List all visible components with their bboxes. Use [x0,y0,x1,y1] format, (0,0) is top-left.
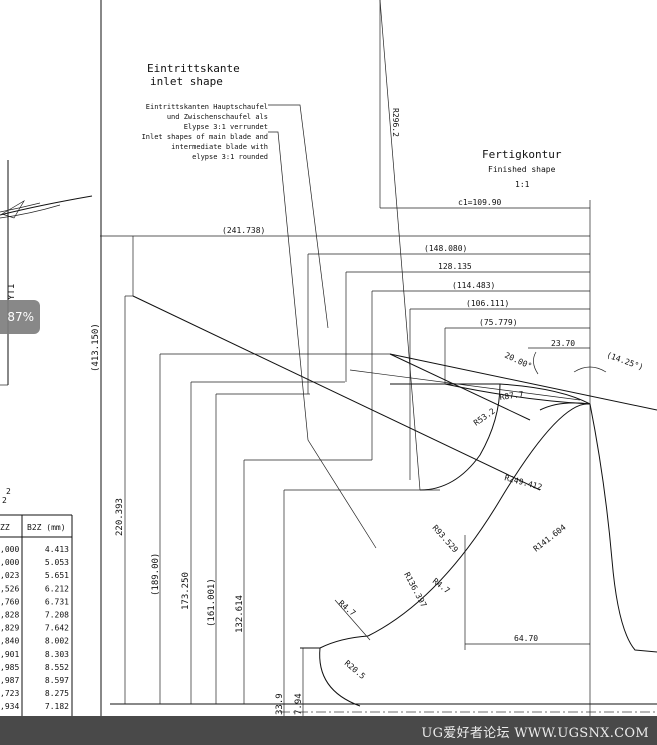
eq-fragment-2: 2 [2,496,7,505]
table-cell-b2z: 7.208 [45,611,69,620]
inlet-leader-1 [268,104,329,329]
table-cell-b2z: 4.413 [45,545,69,554]
blade-coordinates-table: ZZ B2Z (mm) ,000 4.413 ,000 5.053 ,023 5.651,… [0,514,73,716]
inlet-desc-1: Eintrittskanten Hauptschaufel [146,103,268,111]
dim-161: (161.001) [207,578,217,627]
table-cell-zz: ,023 [0,571,19,580]
table-header-b2z: B2Z (mm) [27,523,66,532]
inlet-title-de: Eintrittskante [147,62,240,75]
dim-75: (75.779) [479,318,518,327]
table-cell-zz: ,987 [0,676,19,685]
dim-241: (241.738) [222,226,265,235]
table-cell-b2z: 7.642 [45,624,69,633]
table-cell-b2z: 8.552 [45,663,69,672]
dim-189: (189.00) [151,553,161,596]
table-cell-zz: ,526 [0,584,19,593]
dim-r87: R87.7 [499,390,524,402]
dim-r4a: R4.7 [431,576,452,595]
left-partial-view: YT1 2 2 [0,160,93,505]
table-cell-b2z: 8.597 [45,676,69,685]
dim-64: 64.70 [514,634,538,643]
table-cell-b2z: 7.182 [45,702,69,711]
inlet-desc-4: Inlet shapes of main blade and [142,133,268,141]
dim-128: 128.135 [438,262,472,271]
dim-7-94: 7.94 [294,693,304,715]
dim-220: 220.393 [115,498,125,536]
dim-413: (413.150) [91,323,101,372]
scale-label: 1:1 [515,180,530,189]
inlet-desc-6: elypse 3:1 rounded [192,153,268,161]
inlet-desc-5: intermediate blade with [171,143,268,151]
angle-14: (14.25°) [605,350,644,372]
eq-fragment-1: 2 [6,487,11,496]
angle-20: 20.00° [503,351,533,371]
watermark-text: UG爱好者论坛 WWW.UGSNX.COM [421,726,649,741]
table-cell-b2z: 6.212 [45,584,69,593]
vertical-dimensions [100,235,440,716]
dim-r136: R136.397 [402,571,428,609]
dim-33-9: 33.9 [275,693,285,715]
table-cell-zz: ,828 [0,611,19,620]
table-cell-b2z: 8.002 [45,637,69,646]
finish-title-de: Fertigkontur [482,148,562,161]
inlet-leader-2 [268,131,377,549]
horizontal-dimensions [133,200,591,716]
table-cell-zz: ,901 [0,650,19,659]
table-cell-zz: ,840 [0,637,19,646]
table-cell-b2z: 5.651 [45,571,69,580]
dim-23: 23.70 [551,339,575,348]
finish-title-en: Finished shape [488,165,556,174]
table-cell-b2z: 5.053 [45,558,69,567]
dim-r296: R296.2 [391,108,400,137]
dim-c1: c1=109.90 [458,198,502,207]
left-view-y-label: YT1 [7,284,17,300]
dim-132: 132.614 [235,595,245,633]
dim-r249: R249.412 [503,473,543,492]
table-cell-zz: ,985 [0,663,19,672]
watermark-bar: UG爱好者论坛 WWW.UGSNX.COM [0,716,657,745]
zoom-level-badge[interactable]: 87% [0,300,40,334]
angle-20-arc [533,351,539,375]
dim-r20: R20.5 [343,659,367,681]
dim-r141: R141.604 [532,523,568,554]
table-cell-b2z: 8.303 [45,650,69,659]
table-cell-zz: ,829 [0,624,19,633]
table-cell-zz: ,000 [0,545,19,554]
dim-106: (106.111) [466,299,509,308]
inlet-desc-3: Elypse 3:1 verrundet [184,123,268,131]
table-cell-zz: ,000 [0,558,19,567]
inlet-title-en: inlet shape [150,75,223,88]
dim-173: 173.250 [181,572,191,610]
table-cell-b2z: 6.731 [45,597,69,606]
table-header-zz: ZZ [0,523,10,532]
dim-r93: R93.529 [431,523,460,554]
dim-114: (114.483) [452,281,495,290]
table-cell-zz: ,760 [0,597,19,606]
table-cell-b2z: 8.275 [45,689,69,698]
table-cell-zz: ,934 [0,702,19,711]
r296-line [379,0,421,491]
inlet-desc-2: und Zwischenschaufel als [167,113,268,121]
dim-r4b: R4.7 [337,599,358,618]
impeller-contour [132,295,657,707]
angle-14-arc [573,366,607,373]
table-cell-zz: ,723 [0,689,19,698]
dim-148: (148.080) [424,244,467,253]
